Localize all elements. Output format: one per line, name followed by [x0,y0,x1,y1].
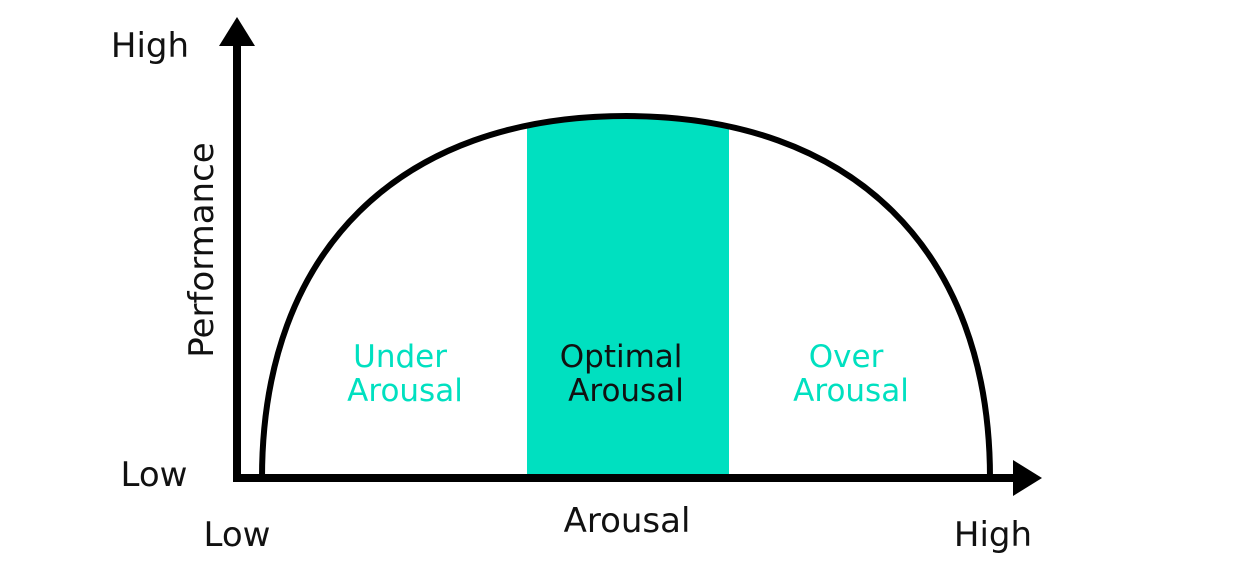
y-axis-high-label: High [111,26,189,66]
under-arousal-label: Under Arousal [347,339,463,409]
optimal-arousal-line-1: Optimal [560,339,683,375]
performance-curve [259,112,993,479]
over-arousal-line-2: Arousal [793,373,909,409]
y-axis-title: Performance [182,142,222,357]
over-arousal-label: Over Arousal [793,339,909,409]
over-arousal-line-1: Over [809,339,884,375]
under-arousal-line-1: Under [353,339,447,375]
optimal-arousal-label: Optimal Arousal [560,339,693,409]
x-axis-high-label: High [954,515,1032,555]
x-axis-low-label: Low [204,515,271,555]
under-arousal-line-2: Arousal [347,373,463,409]
optimal-zone-band [527,116,729,478]
y-axis-low-label: Low [121,455,188,495]
y-axis-arrowhead [219,17,255,46]
x-axis-title: Arousal [564,501,691,541]
x-axis-arrowhead [1013,460,1042,496]
optimal-arousal-line-2: Arousal [568,373,684,409]
